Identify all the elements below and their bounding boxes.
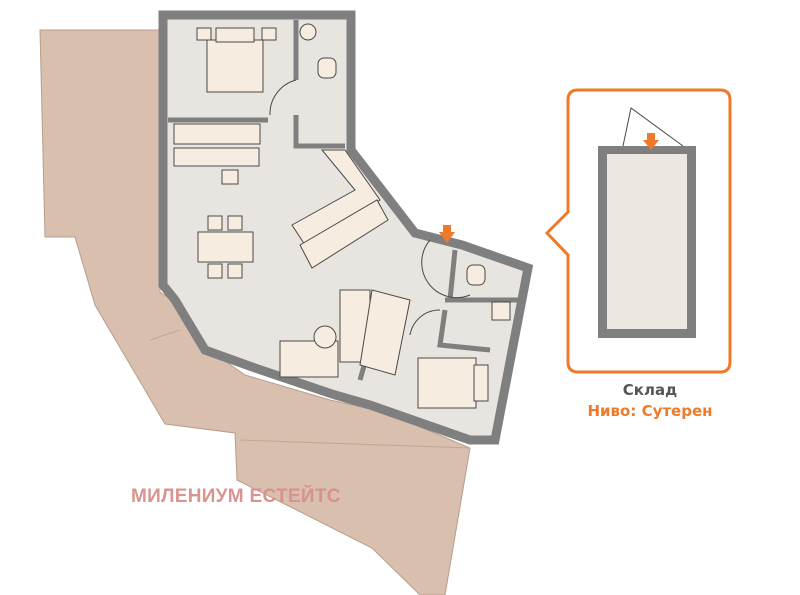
bed-2 bbox=[417, 357, 477, 409]
chair bbox=[221, 169, 239, 185]
storage-callout bbox=[544, 88, 732, 374]
bed-1 bbox=[206, 39, 264, 93]
nightstand bbox=[261, 27, 277, 41]
storage-entrance-arrow-icon bbox=[647, 133, 655, 141]
entrance-arrow-icon bbox=[439, 232, 455, 243]
desk bbox=[173, 147, 260, 167]
kitchen-island bbox=[299, 199, 389, 269]
storage-level: Ниво: Сутерен bbox=[587, 402, 713, 420]
storage-floor bbox=[607, 154, 687, 329]
chair bbox=[207, 215, 223, 231]
toilet bbox=[466, 264, 486, 286]
bed-1-pillow bbox=[215, 27, 255, 43]
sink bbox=[491, 301, 511, 321]
storage-title: Склад bbox=[622, 381, 678, 399]
wardrobe-2 bbox=[359, 289, 411, 376]
storage-entrance-arrow-icon bbox=[643, 140, 659, 150]
wardrobe-1 bbox=[173, 123, 261, 145]
toilet bbox=[317, 57, 337, 79]
bed-2-pillow bbox=[473, 364, 489, 402]
chair bbox=[207, 263, 223, 279]
dining-table bbox=[197, 231, 254, 263]
watermark: МИЛЕНИУМ ЕСТЕЙТС bbox=[131, 486, 341, 507]
coffee-table bbox=[313, 325, 337, 349]
sink bbox=[299, 23, 317, 41]
entrance-arrow-icon bbox=[443, 225, 451, 233]
furniture bbox=[173, 23, 511, 409]
chair bbox=[227, 263, 243, 279]
chair bbox=[227, 215, 243, 231]
nightstand bbox=[196, 27, 212, 41]
